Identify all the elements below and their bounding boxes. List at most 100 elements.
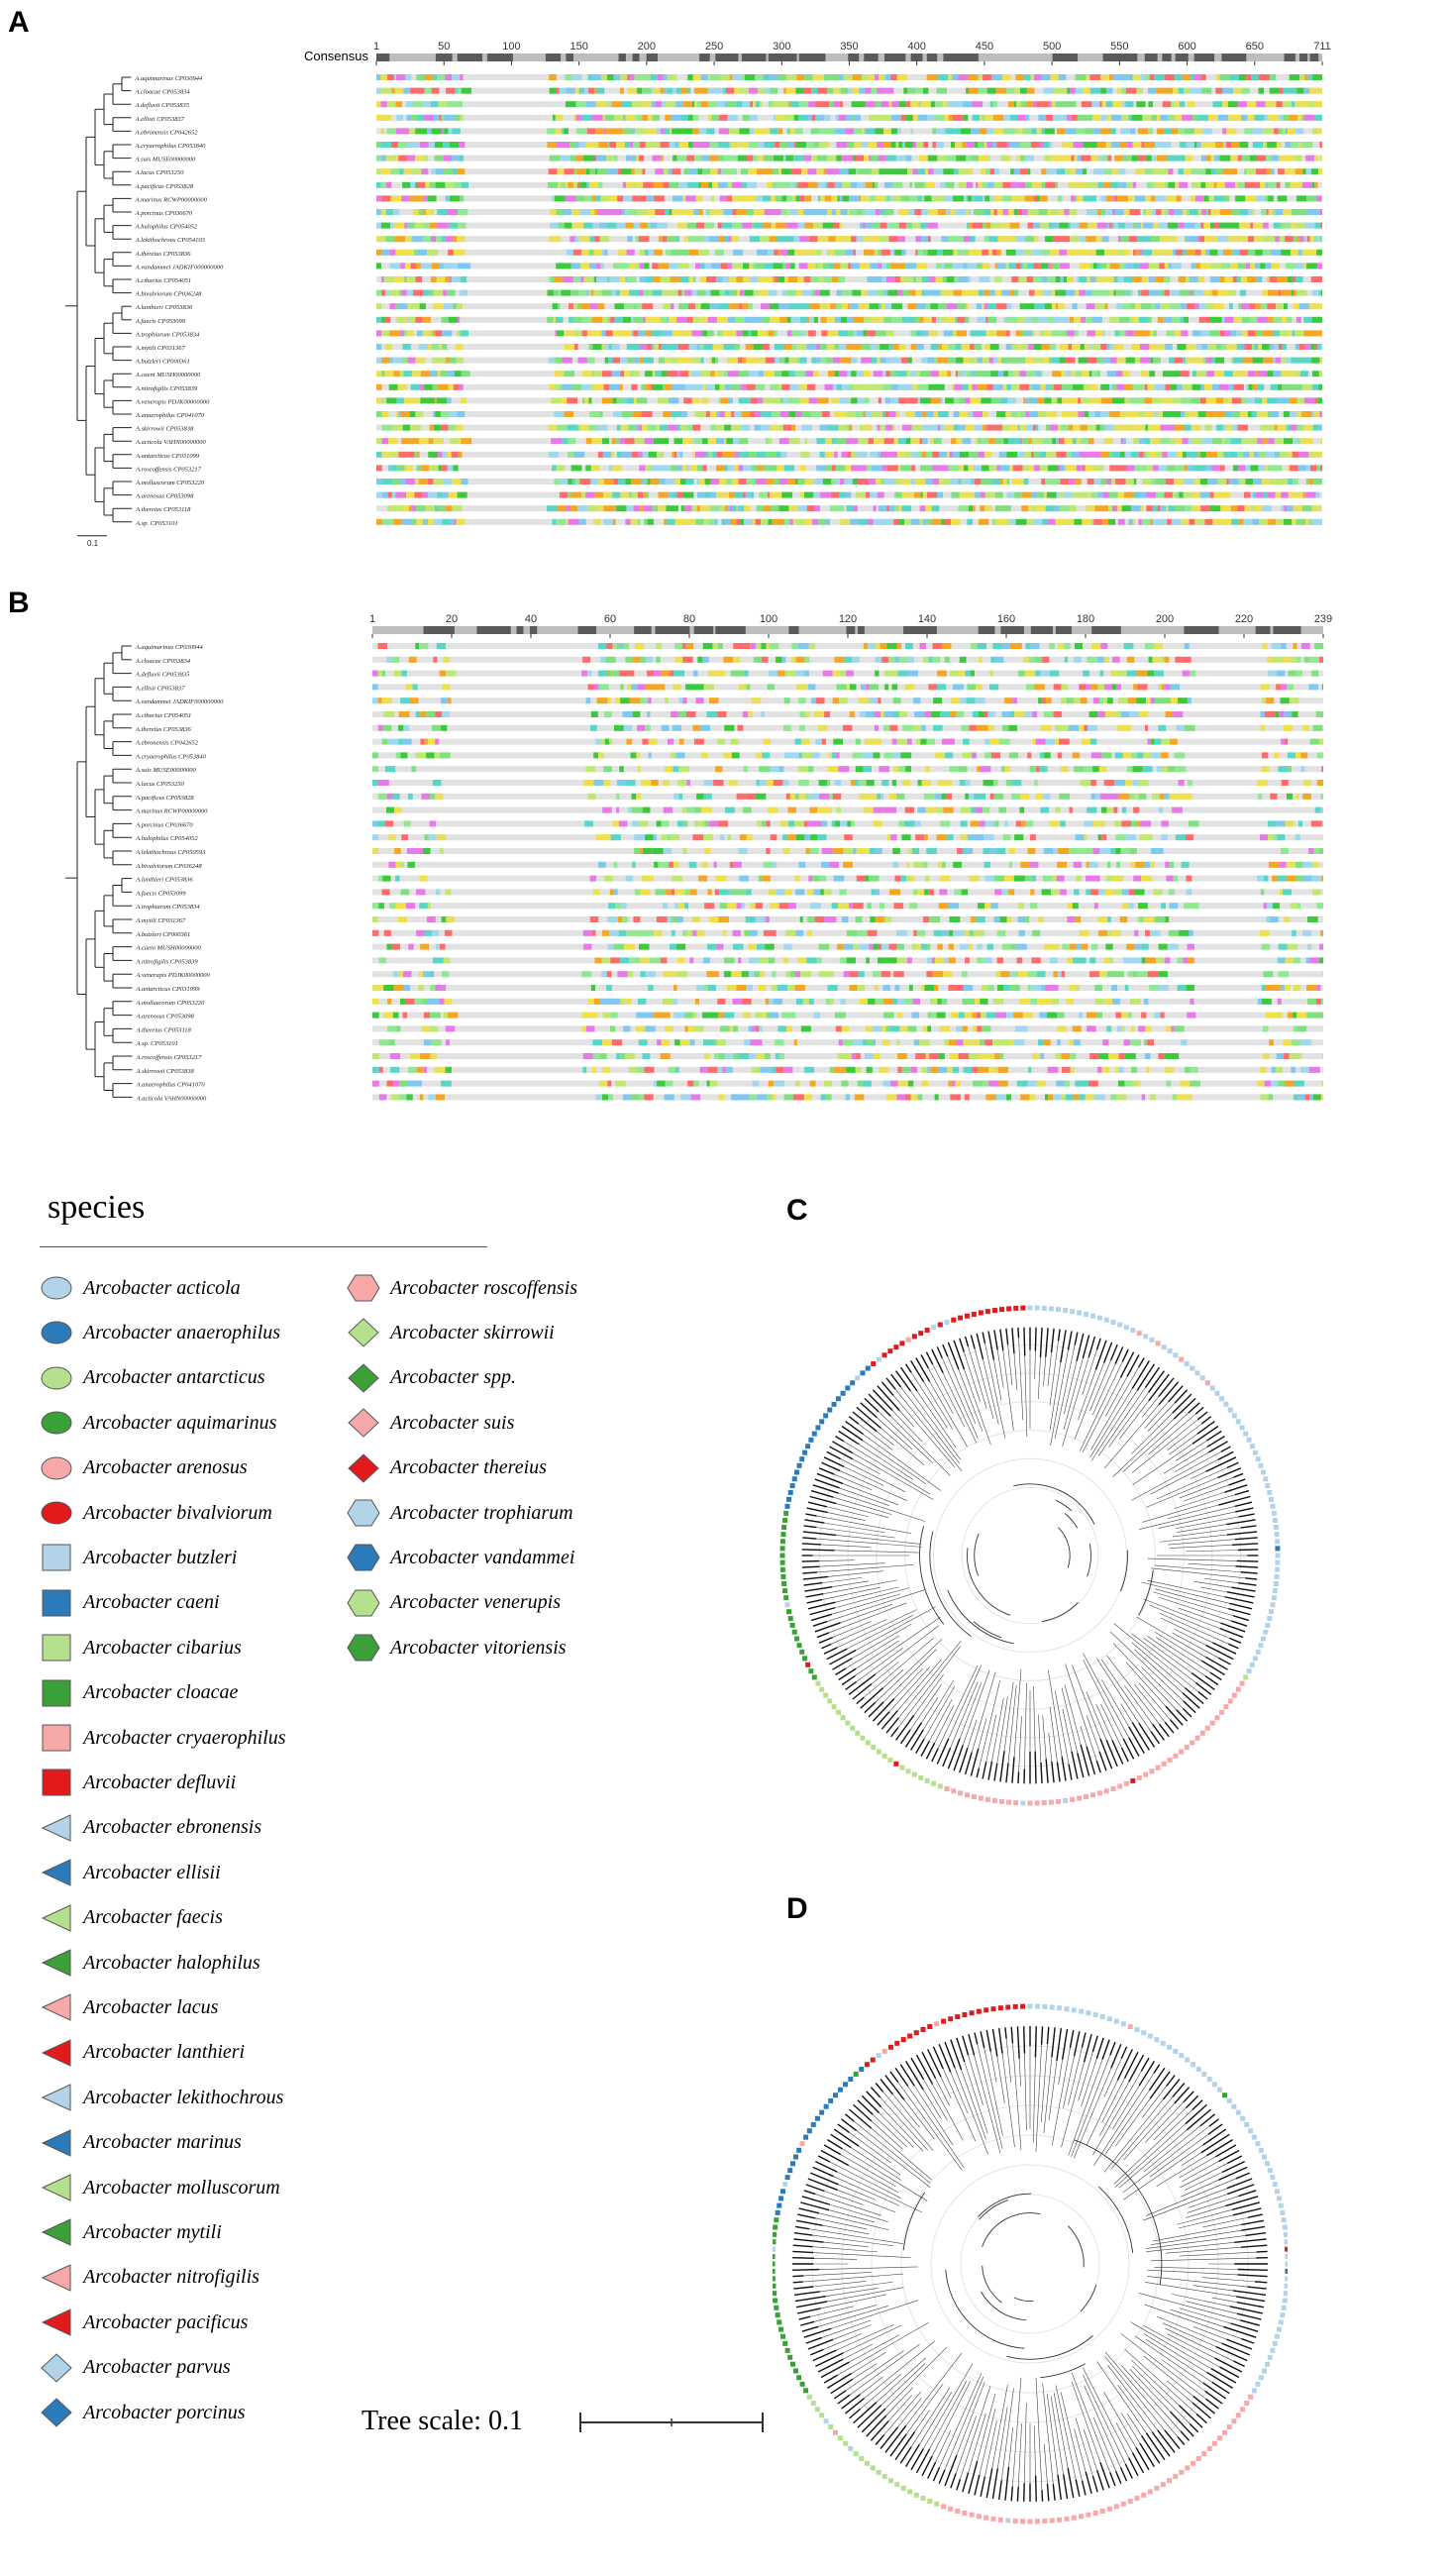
residue-block [578,290,586,296]
residue-block [643,505,653,511]
residue-block [648,479,651,484]
residue-block [761,156,764,161]
residue-block [729,128,739,134]
residue-block [1079,684,1086,690]
ruler-tick-label: 50 [438,41,450,53]
residue-block [603,492,612,498]
residue-block [590,236,595,242]
residue-block [963,384,969,390]
residue-block [1067,698,1074,703]
residue-block [1057,168,1065,174]
residue-block [1238,101,1247,107]
residue-block [1106,263,1109,268]
residue-block [1294,290,1296,296]
residue-block [1200,182,1205,188]
residue-block [419,209,423,215]
residue-block [1015,182,1025,188]
residue-block [457,519,465,525]
residue-block [1263,142,1267,148]
ruler-tick-label: 239 [1314,613,1332,625]
residue-block [672,492,676,498]
residue-block [668,74,677,80]
residue-block [971,671,975,677]
residue-block [715,250,724,256]
residue-block [788,101,790,107]
residue-block [448,371,454,376]
residue-block [808,330,816,336]
residue-block [1291,142,1298,148]
residue-block [1191,505,1200,511]
residue-block [995,290,1002,296]
residue-block [415,128,417,134]
residue-block [659,263,670,268]
residue-block [753,156,757,161]
residue-block [1109,223,1111,229]
residue-block [815,263,818,268]
residue-block [901,465,912,471]
residue-block [1170,438,1175,444]
residue-block [880,425,885,431]
residue-block [736,276,743,282]
residue-block [1263,643,1268,649]
residue-block [788,397,798,403]
residue-block [1112,384,1116,390]
residue-block [1076,371,1082,376]
residue-block [1058,643,1064,649]
residue-block [617,425,621,431]
residue-block [1297,438,1300,444]
residue-block [1258,344,1262,350]
residue-block [1194,74,1200,80]
residue-block [987,156,990,161]
residue-block [856,492,866,498]
ruler-segment [458,54,482,61]
residue-block [1031,492,1038,498]
residue-block [698,168,703,174]
residue-block [1006,88,1014,94]
residue-block [871,115,880,121]
residue-block [1047,492,1057,498]
taxon-label: A.venerupis PDJK00000000 [135,398,210,405]
residue-block [975,371,983,376]
residue-block [1043,142,1049,148]
residue-block [784,519,789,525]
residue-block [423,492,428,498]
residue-block [987,182,994,188]
residue-block [394,671,401,677]
ruler-segment [1285,54,1295,61]
residue-block [1145,411,1155,417]
residue-block [757,452,766,458]
residue-block [415,411,420,417]
residue-block [556,263,566,268]
residue-block [1079,358,1088,364]
residue-block [1231,411,1233,417]
residue-block [1075,182,1086,188]
residue-block [1052,101,1056,107]
residue-block [1282,505,1285,511]
residue-block [1281,250,1291,256]
residue-block [1155,384,1166,390]
residue-block [1280,330,1289,336]
residue-block [937,74,948,80]
residue-block [1123,371,1130,376]
taxon-label: A.ellisii CP053837 [135,685,185,692]
residue-block [977,725,984,731]
residue-block [604,250,607,256]
residue-block [558,303,560,309]
residue-block [692,438,695,444]
residue-block [837,290,842,296]
residue-block [1023,465,1030,471]
residue-block [439,344,442,350]
residue-block [1083,671,1089,677]
residue-block [1073,752,1080,758]
residue-block [992,643,1001,649]
residue-block [984,236,989,242]
residue-block [1016,74,1020,80]
residue-block [1142,276,1149,282]
residue-block [653,505,659,511]
residue-block [424,223,429,229]
residue-block [1001,358,1003,364]
residue-block [788,479,795,484]
residue-block [846,411,855,417]
residue-block [872,168,880,174]
residue-block [1116,684,1121,690]
